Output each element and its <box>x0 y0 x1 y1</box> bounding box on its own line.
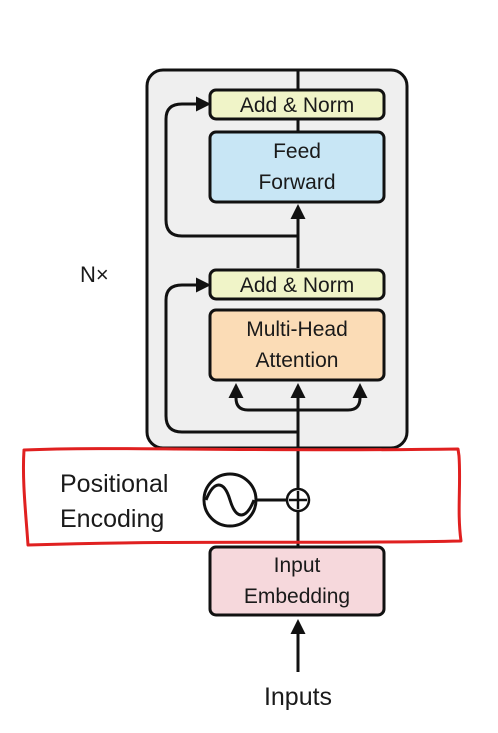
connectors <box>164 70 368 672</box>
feed-forward-label-line1: Feed <box>273 140 321 163</box>
feed-forward-label-line2: Forward <box>258 171 335 194</box>
positional-encoding-highlight <box>21 447 463 547</box>
positional-encoding-label-line2: Encoding <box>60 505 164 533</box>
attention-label-line2: Attention <box>256 349 339 372</box>
embedding-label-line1: Input <box>274 554 321 577</box>
sine-wave-icon <box>202 472 258 528</box>
input-embedding-block: Input Embedding <box>208 545 386 617</box>
feed-forward-block: Feed Forward <box>208 130 386 204</box>
attention-input-k <box>298 383 368 412</box>
positional-encoding-label-line1: Positional <box>60 470 168 498</box>
residual-connection-ff <box>164 96 298 238</box>
repeat-count-label: N× <box>80 262 109 287</box>
add-circle-icon <box>285 487 311 513</box>
embedding-label-line2: Embedding <box>244 585 350 608</box>
attention-input-q <box>228 383 298 412</box>
inputs-label: Inputs <box>264 683 332 711</box>
add-norm-bottom-label: Add & Norm <box>240 274 354 297</box>
add-norm-top-label: Add & Norm <box>240 94 354 117</box>
add-norm-block-bottom: Add & Norm <box>208 268 386 301</box>
encoder-layer-container <box>145 68 409 450</box>
residual-connection-attention <box>164 277 298 434</box>
add-norm-block-top: Add & Norm <box>208 88 386 121</box>
attention-label-line1: Multi-Head <box>246 318 348 341</box>
multi-head-attention-block: Multi-Head Attention <box>208 308 386 382</box>
